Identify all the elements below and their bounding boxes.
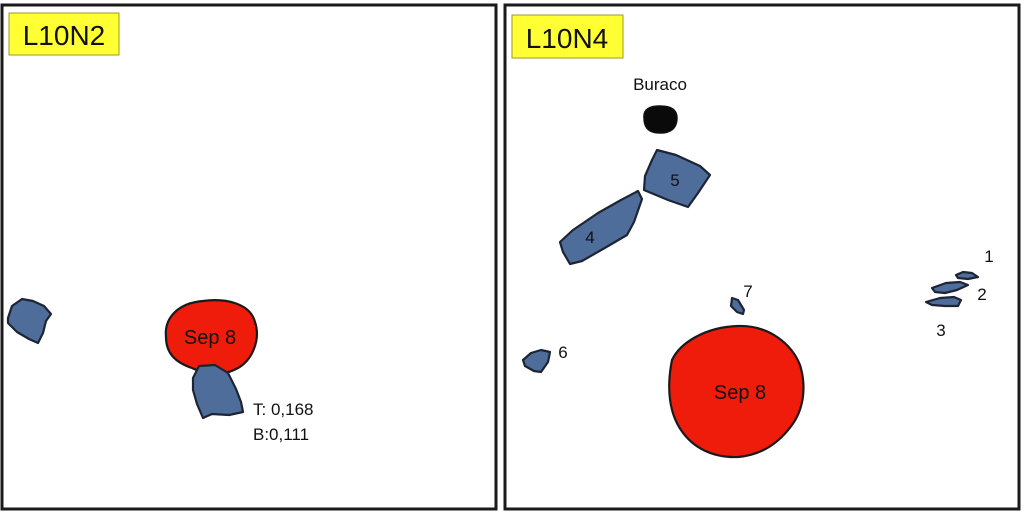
blue-piece-7-label: 7 [743,282,752,301]
left-blue-edge-piece [6,297,53,345]
blue-piece-3 [924,295,963,308]
blue-piece-2-label: 2 [977,285,986,304]
blue-piece-4 [558,189,644,266]
left-measure-bottom: B:0,111 [253,425,309,444]
right-panel-title: L10N4 [526,23,609,54]
blue-piece-6 [521,348,552,374]
blue-piece-4-label: 4 [585,228,594,247]
blue-piece-5-label: 5 [670,171,679,190]
blue-piece-5 [642,148,712,209]
hole-label: Buraco [633,75,687,94]
right-red-blob [668,324,805,459]
hole-shape [643,105,678,134]
left-measure-top: T: 0,168 [253,400,314,419]
blue-piece-2 [930,280,970,295]
left-red-blob [164,299,258,376]
right-panel: L10N4 Buraco 5 4 1 2 3 7 6 Sep 8 [503,3,1021,511]
blue-piece-6-label: 6 [558,343,567,362]
left-panel-label-box [8,12,120,56]
blue-piece-1 [954,270,980,281]
left-red-label: Sep 8 [184,327,236,349]
right-red-label: Sep 8 [714,382,766,404]
left-blue-lower-piece [191,363,245,420]
left-panel: L10N2 Sep 8 T: 0,168 B:0,111 [0,3,498,511]
left-panel-frame [0,3,498,511]
blue-piece-3-label: 3 [936,321,945,340]
blue-piece-7 [729,296,746,316]
left-panel-title: L10N2 [23,20,106,51]
right-panel-label-box [511,14,624,59]
blue-piece-1-label: 1 [984,247,993,266]
